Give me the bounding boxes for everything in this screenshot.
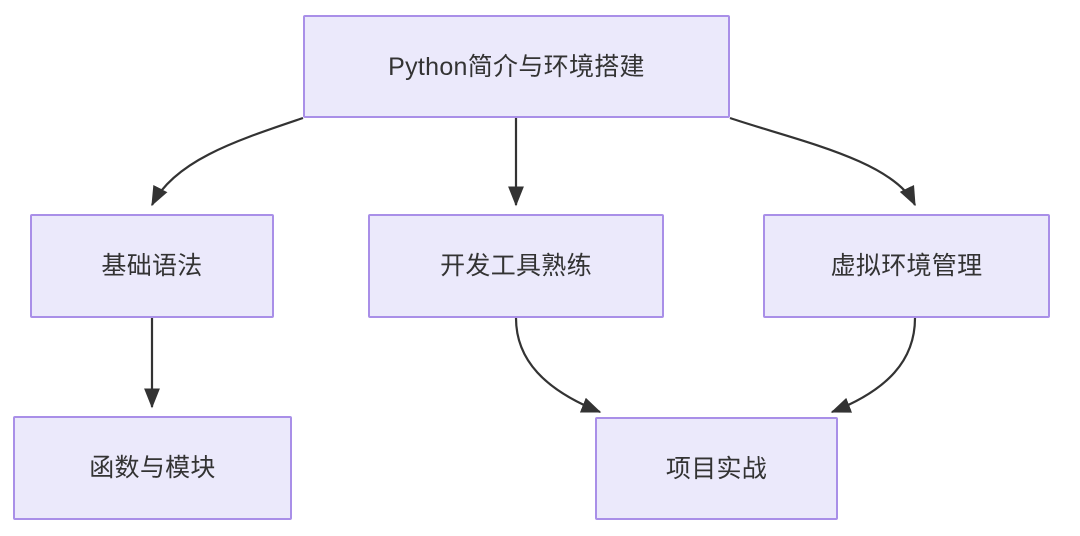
node-venv[interactable]: 虚拟环境管理 — [763, 214, 1050, 318]
node-venv-label: 虚拟环境管理 — [830, 252, 983, 280]
node-functions-label: 函数与模块 — [89, 454, 216, 482]
node-root[interactable]: Python简介与环境搭建 — [303, 15, 730, 118]
edge-root-to-basics — [151, 116, 304, 207]
edge-root-to-venv — [729, 116, 916, 207]
edge-venv-to-project — [830, 317, 917, 414]
node-basics[interactable]: 基础语法 — [30, 214, 274, 318]
node-basics-label: 基础语法 — [101, 252, 203, 280]
node-root-label: Python简介与环境搭建 — [388, 52, 645, 81]
node-project-label: 项目实战 — [665, 454, 768, 483]
node-tools-label: 开发工具熟练 — [440, 252, 592, 280]
node-functions[interactable]: 函数与模块 — [13, 416, 292, 520]
node-tools[interactable]: 开发工具熟练 — [368, 214, 664, 318]
edge-tools-to-project — [514, 317, 602, 414]
node-project[interactable]: 项目实战 — [595, 417, 838, 520]
